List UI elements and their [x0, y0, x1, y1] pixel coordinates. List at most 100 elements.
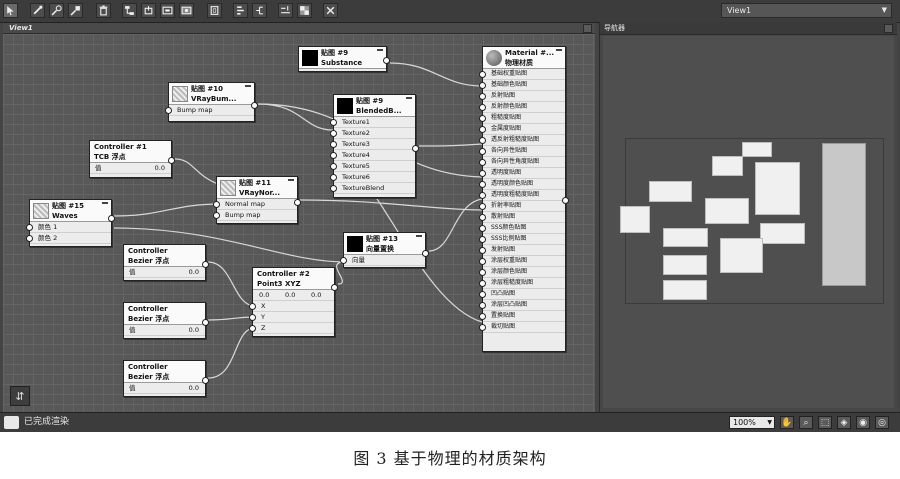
output-socket[interactable] [294, 199, 301, 206]
input-slot[interactable]: Texture1 [330, 117, 415, 128]
node-header[interactable]: 贴图 #10 VRayBum... [169, 83, 254, 105]
y-value-field[interactable]: 0.0 [285, 291, 296, 299]
tab-view1[interactable]: View1 [3, 23, 595, 34]
input-socket[interactable] [165, 107, 172, 114]
input-socket[interactable] [479, 93, 486, 100]
navigator-view[interactable] [603, 36, 894, 408]
input-slot[interactable]: Normal map [213, 199, 297, 210]
input-slot[interactable]: 置换贴图 [479, 311, 565, 322]
output-socket[interactable] [251, 102, 258, 109]
output-socket[interactable] [412, 145, 419, 152]
zoom-region-icon[interactable]: ⬚ [818, 416, 832, 429]
input-slot[interactable]: 凹凸贴图 [479, 289, 565, 300]
input-socket[interactable] [479, 324, 486, 331]
input-slot[interactable]: 散射贴图 [479, 212, 565, 223]
node-header[interactable]: 贴图 #13 向量置换 [344, 233, 425, 255]
value-field[interactable]: 0.0 [188, 268, 199, 276]
input-socket[interactable] [479, 269, 486, 276]
eyedropper-icon[interactable] [30, 3, 45, 18]
input-slot[interactable]: 透明度贴图 [479, 168, 565, 179]
output-socket[interactable] [202, 261, 209, 268]
delete-icon[interactable] [96, 3, 111, 18]
input-slot[interactable]: 粗糙度贴图 [479, 113, 565, 124]
input-slot[interactable]: X [249, 301, 334, 312]
input-slot[interactable]: 各向异性角度贴图 [479, 157, 565, 168]
input-socket[interactable] [26, 224, 33, 231]
input-socket[interactable] [249, 303, 256, 310]
minimize-icon[interactable] [245, 85, 251, 87]
zoom-level-select[interactable]: 100%▼ [729, 416, 775, 429]
input-slot[interactable]: 透反射粗糙度贴图 [479, 135, 565, 146]
input-socket[interactable] [330, 163, 337, 170]
minimize-icon[interactable] [102, 202, 108, 204]
zoom-icon[interactable]: ⌕ [799, 416, 813, 429]
input-socket[interactable] [479, 280, 486, 287]
input-slot[interactable]: 透明度粗糙度贴图 [479, 190, 565, 201]
navigator-close-icon[interactable] [884, 24, 893, 33]
node-header[interactable]: 贴图 #9 Substance [299, 47, 386, 69]
output-socket[interactable] [202, 319, 209, 326]
minimize-icon[interactable] [556, 49, 562, 51]
hide-icon[interactable] [160, 3, 175, 18]
input-socket[interactable] [479, 71, 486, 78]
pick-material-icon[interactable] [49, 3, 64, 18]
input-slot[interactable]: Texture2 [330, 128, 415, 139]
minimize-icon[interactable] [377, 49, 383, 51]
input-socket[interactable] [479, 170, 486, 177]
input-slot[interactable]: 各向异性贴图 [479, 146, 565, 157]
node-header[interactable]: Controller Bezier 浮点 [124, 303, 205, 325]
input-slot[interactable]: 金属度贴图 [479, 124, 565, 135]
layout-children-icon[interactable] [252, 3, 267, 18]
input-socket[interactable] [330, 130, 337, 137]
node-header[interactable]: Controller #2 Point3 XYZ [253, 268, 334, 290]
node-header[interactable]: Controller Bezier 浮点 [124, 245, 205, 267]
input-socket[interactable] [330, 141, 337, 148]
input-slot[interactable]: 涂层凹凸贴图 [479, 300, 565, 311]
input-slot[interactable]: 反射贴图 [479, 91, 565, 102]
input-socket[interactable] [330, 152, 337, 159]
value-field[interactable]: 0.0 [188, 326, 199, 334]
input-socket[interactable] [479, 159, 486, 166]
input-socket[interactable] [479, 115, 486, 122]
node-material[interactable]: Material #... 物理材质 基础权重贴图基础颜色贴图反射贴图反射颜色贴… [479, 46, 569, 352]
input-socket[interactable] [479, 313, 486, 320]
input-slot[interactable]: 涂层颜色贴图 [479, 267, 565, 278]
output-socket[interactable] [108, 215, 115, 222]
input-slot[interactable]: 反射颜色贴图 [479, 102, 565, 113]
input-socket[interactable] [479, 203, 486, 210]
input-slot[interactable]: 折射率贴图 [479, 201, 565, 212]
move-children-icon[interactable] [141, 3, 156, 18]
input-socket[interactable] [479, 126, 486, 133]
node-header[interactable]: Material #... 物理材质 [483, 47, 565, 69]
input-socket[interactable] [479, 214, 486, 221]
input-slot[interactable]: SSS颜色贴图 [479, 223, 565, 234]
node-header[interactable]: 贴图 #11 VRayNor... [217, 177, 297, 199]
x-value-field[interactable]: 0.0 [259, 291, 270, 299]
input-socket[interactable] [479, 137, 486, 144]
input-socket[interactable] [213, 201, 220, 208]
input-slot[interactable]: 颜色 2 [26, 233, 111, 244]
input-slot[interactable]: Z [249, 323, 334, 334]
input-socket[interactable] [330, 119, 337, 126]
output-socket[interactable] [422, 250, 429, 257]
tab-close-icon[interactable] [583, 24, 592, 33]
input-slot[interactable]: Texture4 [330, 150, 415, 161]
input-slot[interactable]: 基础颜色贴图 [479, 80, 565, 91]
input-socket[interactable] [479, 192, 486, 199]
input-socket[interactable] [330, 185, 337, 192]
input-socket[interactable] [479, 291, 486, 298]
input-socket[interactable] [479, 82, 486, 89]
node-vraybump[interactable]: 贴图 #10 VRayBum... Bump map [165, 82, 258, 122]
checker-icon[interactable] [297, 3, 312, 18]
zoom-extents-icon[interactable]: ◈ [837, 416, 851, 429]
value-field[interactable]: 0.0 [188, 384, 199, 392]
z-value-field[interactable]: 0.0 [311, 291, 322, 299]
